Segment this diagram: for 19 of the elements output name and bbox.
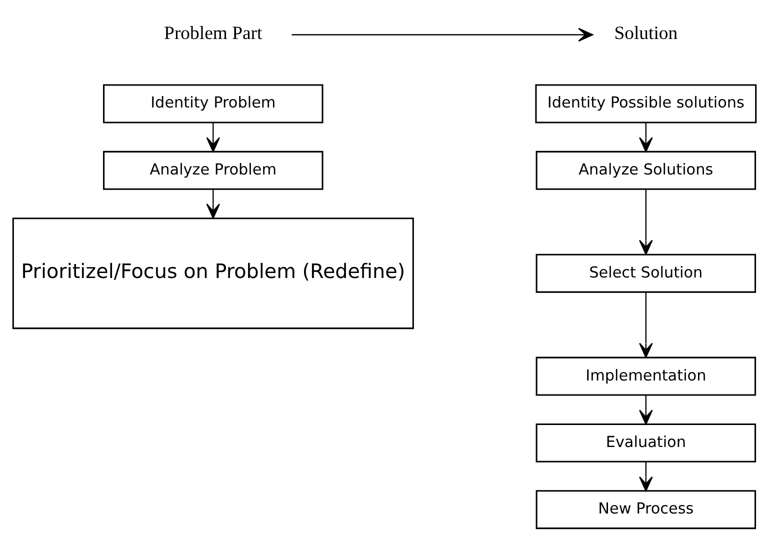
arrow: [639, 462, 653, 492]
node-box: Identity Possible solutions: [535, 84, 757, 124]
arrow: [206, 122, 220, 152]
node-box: Select Solution: [536, 254, 756, 293]
arrow: [639, 292, 653, 358]
node-box: Analyze Problem: [103, 150, 324, 190]
arrow: [292, 28, 594, 42]
arrow: [639, 190, 653, 255]
node-text: Solution: [614, 23, 678, 44]
node-box: Evaluation: [536, 423, 756, 462]
arrow: [639, 395, 653, 425]
arrow: [206, 190, 220, 219]
node-box: Implementation: [536, 356, 756, 396]
node-text: Problem Part: [164, 23, 262, 44]
node-box: New Process: [536, 490, 756, 530]
node-box: Identity Problem: [103, 84, 324, 124]
arrow: [639, 122, 653, 152]
node-box: Prioritizel/Focus on Problem (Redefine): [12, 218, 414, 330]
node-box: Analyze Solutions: [536, 150, 756, 190]
